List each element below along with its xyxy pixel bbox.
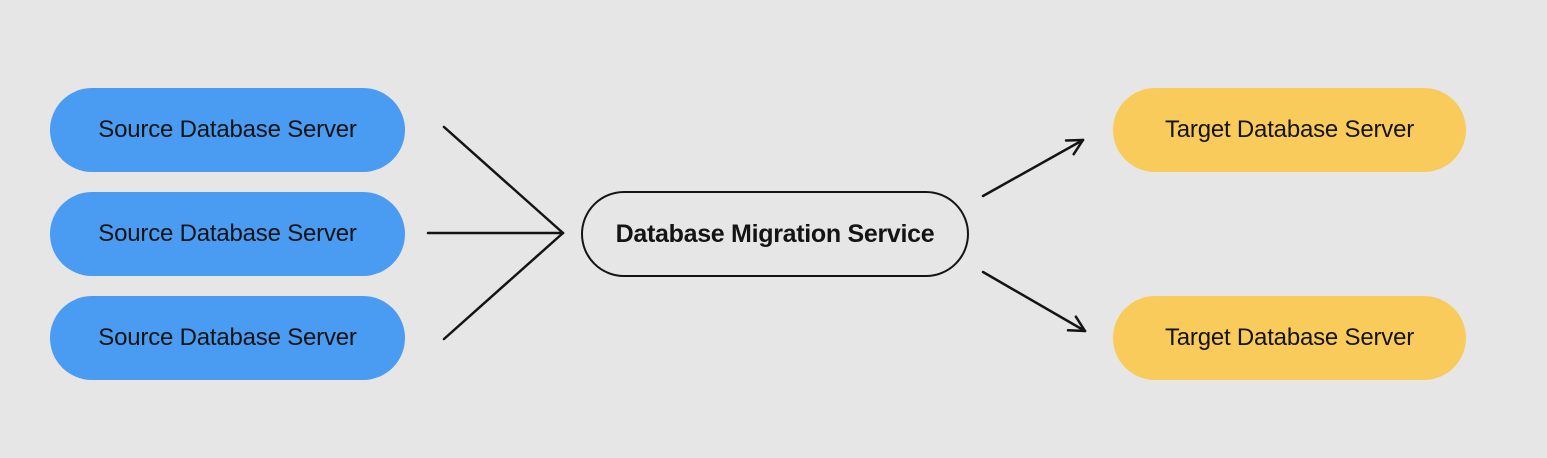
source-db-server-2-label: Source Database Server <box>98 220 357 247</box>
source-db-server-1-label: Source Database Server <box>98 116 357 143</box>
target-db-server-1[interactable]: Target Database Server <box>1113 88 1466 172</box>
database-migration-service-label: Database Migration Service <box>615 219 935 248</box>
target-db-server-1-label: Target Database Server <box>1164 116 1415 143</box>
source-db-server-2[interactable]: Source Database Server <box>50 192 405 276</box>
target-db-server-2[interactable]: Target Database Server <box>1113 296 1466 380</box>
source-db-server-3-label: Source Database Server <box>98 324 357 351</box>
database-migration-service-node[interactable]: Database Migration Service <box>581 191 969 277</box>
target-db-server-2-label: Target Database Server <box>1164 324 1415 351</box>
source-db-server-1[interactable]: Source Database Server <box>50 88 405 172</box>
source-db-server-3[interactable]: Source Database Server <box>50 296 405 380</box>
